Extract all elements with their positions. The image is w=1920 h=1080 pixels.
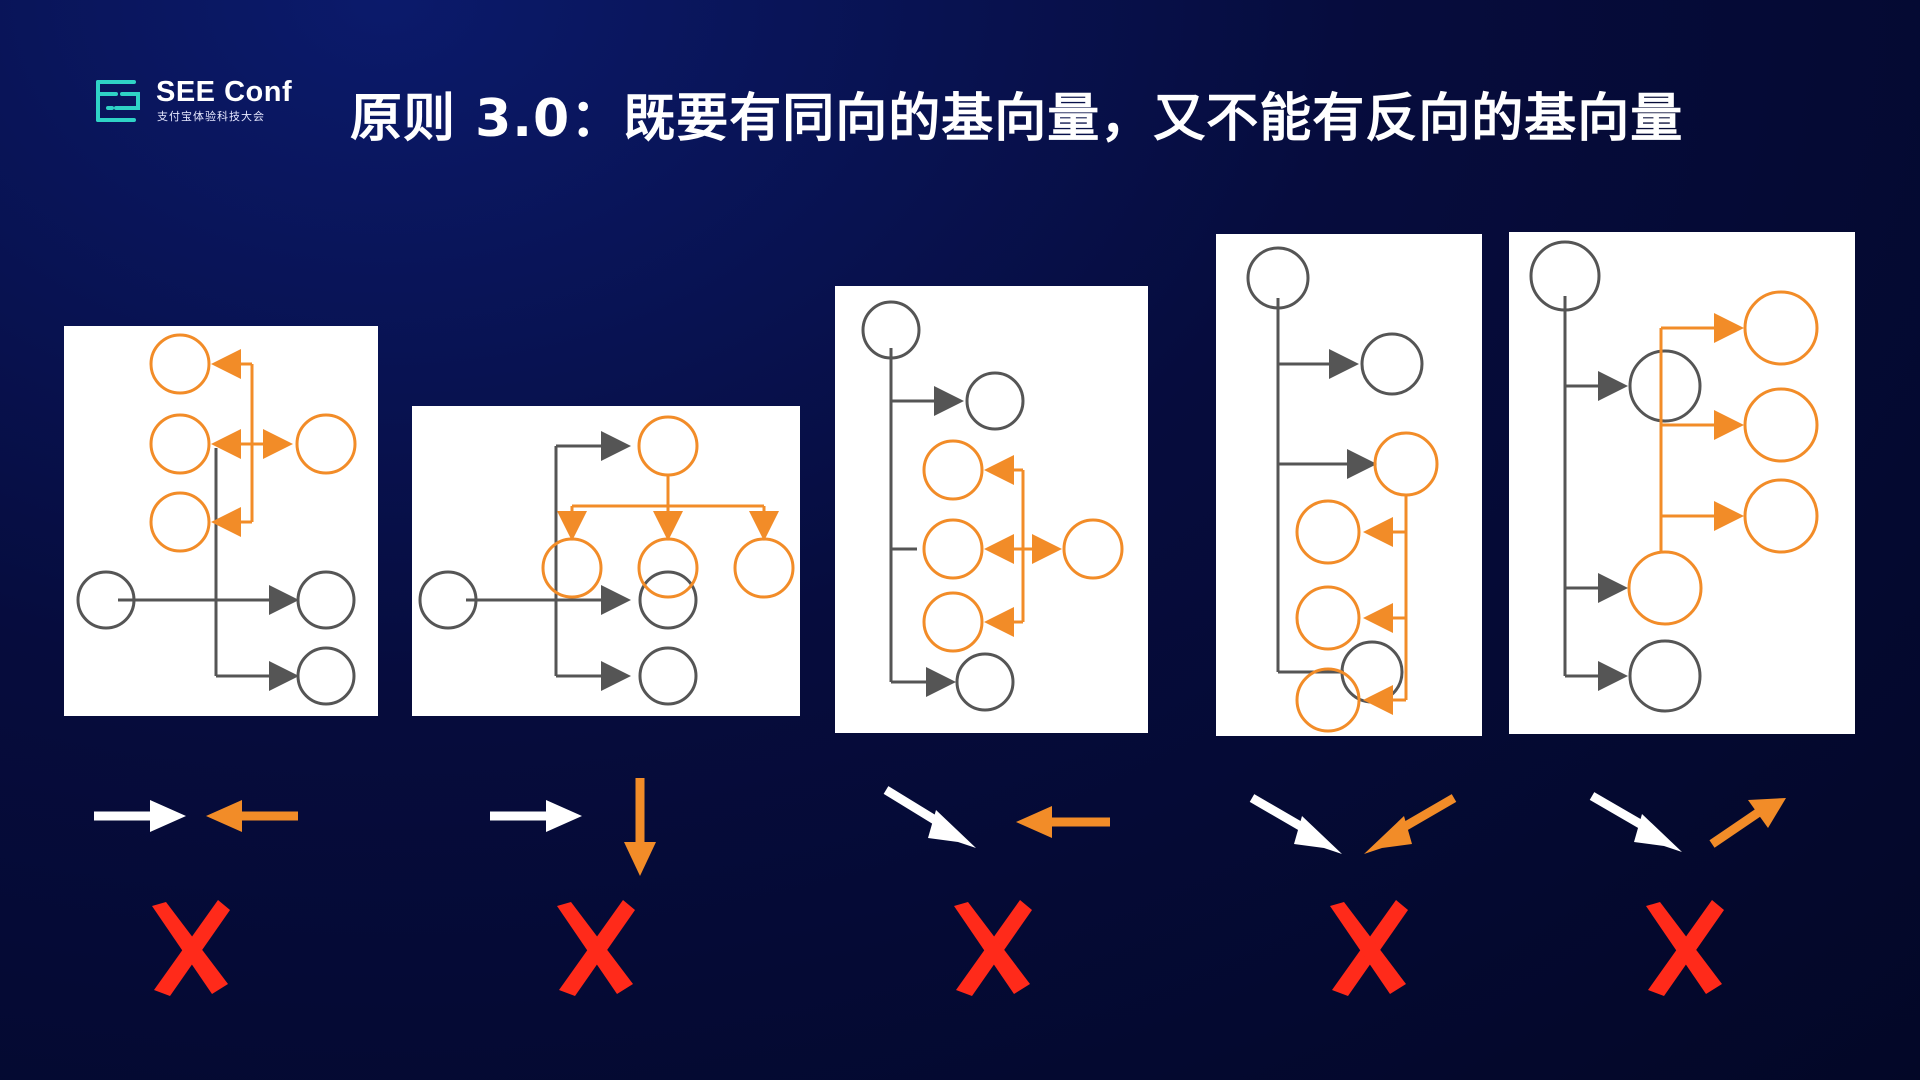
node-gray xyxy=(965,371,1025,431)
node-orange xyxy=(1295,499,1361,565)
node-orange xyxy=(1743,478,1819,554)
see-conf-logo: SEE Conf 支付宝体验科技大会 xyxy=(94,76,294,126)
white-down-right-arrow-icon xyxy=(883,786,976,848)
node-orange xyxy=(1062,518,1124,580)
example-4-vectors xyxy=(1249,794,1457,854)
see-conf-logo-icon xyxy=(96,80,140,122)
logo-name: SEE Conf xyxy=(156,76,293,108)
tree-diagram-4 xyxy=(1246,246,1439,733)
orange-down-arrow-icon xyxy=(624,778,656,876)
node-orange xyxy=(149,333,211,395)
node-orange xyxy=(922,439,984,501)
node-orange xyxy=(1373,431,1439,497)
orange-down-left-arrow-icon xyxy=(1364,794,1457,854)
diagram-panel-2 xyxy=(412,406,800,716)
node-gray xyxy=(861,300,921,360)
tree-diagram-1 xyxy=(76,333,357,706)
node-gray xyxy=(1628,349,1702,423)
node-gray xyxy=(418,570,478,630)
node-orange xyxy=(637,537,699,599)
node-orange xyxy=(1295,585,1361,651)
node-orange xyxy=(1743,387,1819,463)
red-cross-icon xyxy=(152,900,230,996)
node-gray xyxy=(1246,246,1310,310)
diagram-panel-4 xyxy=(1216,234,1482,736)
red-cross-icon xyxy=(954,900,1032,996)
white-down-right-arrow-icon xyxy=(1589,792,1682,852)
red-cross-icon xyxy=(557,900,635,996)
node-orange xyxy=(149,413,211,475)
node-orange xyxy=(637,415,699,477)
tree-diagram-3 xyxy=(861,300,1124,712)
node-gray xyxy=(1628,639,1702,713)
node-gray xyxy=(296,570,356,630)
white-down-right-arrow-icon xyxy=(1249,794,1342,854)
node-gray xyxy=(1340,640,1404,704)
logo-subtitle: 支付宝体验科技大会 xyxy=(157,110,265,123)
node-gray xyxy=(76,570,136,630)
red-cross-icon xyxy=(1646,900,1724,996)
node-orange xyxy=(922,591,984,653)
white-right-arrow-icon xyxy=(94,800,186,832)
node-orange xyxy=(733,537,795,599)
node-orange xyxy=(149,491,211,553)
red-cross-icon xyxy=(1330,900,1408,996)
diagram-panel-5 xyxy=(1509,232,1855,734)
vector-arrows-row xyxy=(94,778,1786,876)
node-orange xyxy=(541,537,603,599)
node-gray xyxy=(638,570,698,630)
white-right-arrow-icon xyxy=(490,800,582,832)
tree-diagram-5 xyxy=(1529,240,1819,713)
example-1-vectors xyxy=(94,800,298,832)
example-3-vectors xyxy=(883,786,1110,848)
diagram-panel-3 xyxy=(835,286,1148,733)
node-gray xyxy=(1360,332,1424,396)
page-title: 原则 3.0：既要有同向的基向量，又不能有反向的基向量 xyxy=(350,89,1684,149)
node-orange xyxy=(1743,290,1819,366)
node-orange xyxy=(922,518,984,580)
example-5-vectors xyxy=(1589,792,1786,852)
node-orange xyxy=(1627,550,1703,626)
node-gray xyxy=(955,652,1015,712)
orange-left-arrow-icon xyxy=(1016,806,1110,838)
node-gray xyxy=(1529,240,1601,312)
diagram-panel-1 xyxy=(64,326,378,716)
orange-up-right-arrow-icon xyxy=(1709,798,1786,848)
tree-diagram-2 xyxy=(418,415,795,706)
node-gray xyxy=(296,646,356,706)
node-orange xyxy=(1295,667,1361,733)
node-orange xyxy=(295,413,357,475)
orange-left-arrow-icon xyxy=(206,800,298,832)
example-2-vectors xyxy=(490,778,656,876)
node-gray xyxy=(638,646,698,706)
